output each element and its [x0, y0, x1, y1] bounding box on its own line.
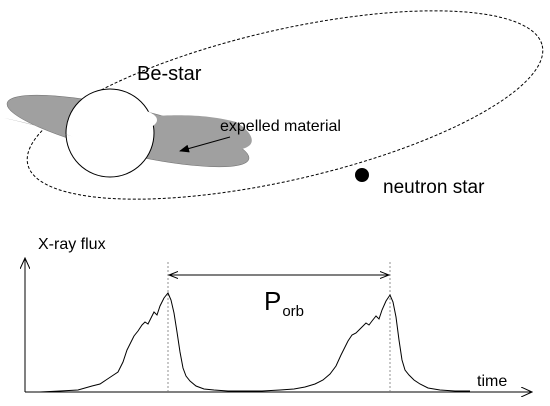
expelled-material-arrow — [179, 136, 231, 153]
expelled-material-label: expelled material — [220, 118, 341, 135]
star-equator-highlight — [69, 106, 157, 134]
neutron-star — [355, 168, 369, 182]
x-axis-label: time — [477, 373, 507, 390]
be-star-label: Be-star — [137, 63, 202, 85]
period-symbol: P — [264, 286, 281, 316]
period-subscript: orb — [282, 303, 304, 320]
light-curve — [25, 292, 470, 393]
y-axis-label: X-ray flux — [38, 236, 106, 253]
neutron-star-label: neutron star — [383, 177, 485, 198]
orbit-path — [26, 10, 544, 200]
decretion-disk-front — [4, 115, 252, 151]
be-star — [4, 88, 252, 178]
orbital-period-label: Porb — [264, 286, 304, 320]
